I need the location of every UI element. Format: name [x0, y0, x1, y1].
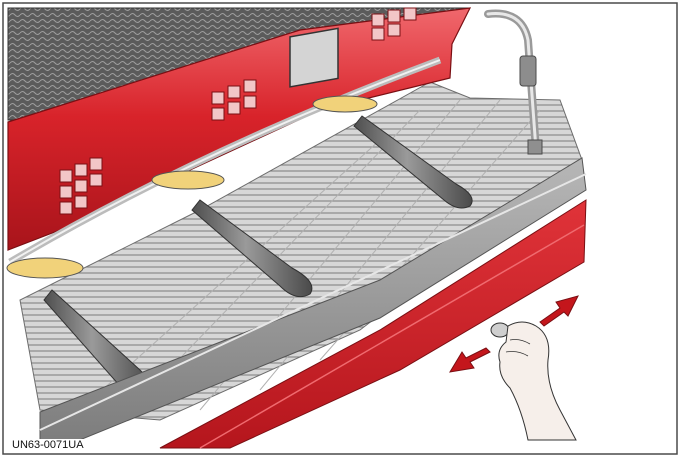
drawer-knob [491, 323, 509, 337]
figure-code: UN63-0071UA [10, 439, 88, 451]
display-screen [290, 28, 338, 86]
